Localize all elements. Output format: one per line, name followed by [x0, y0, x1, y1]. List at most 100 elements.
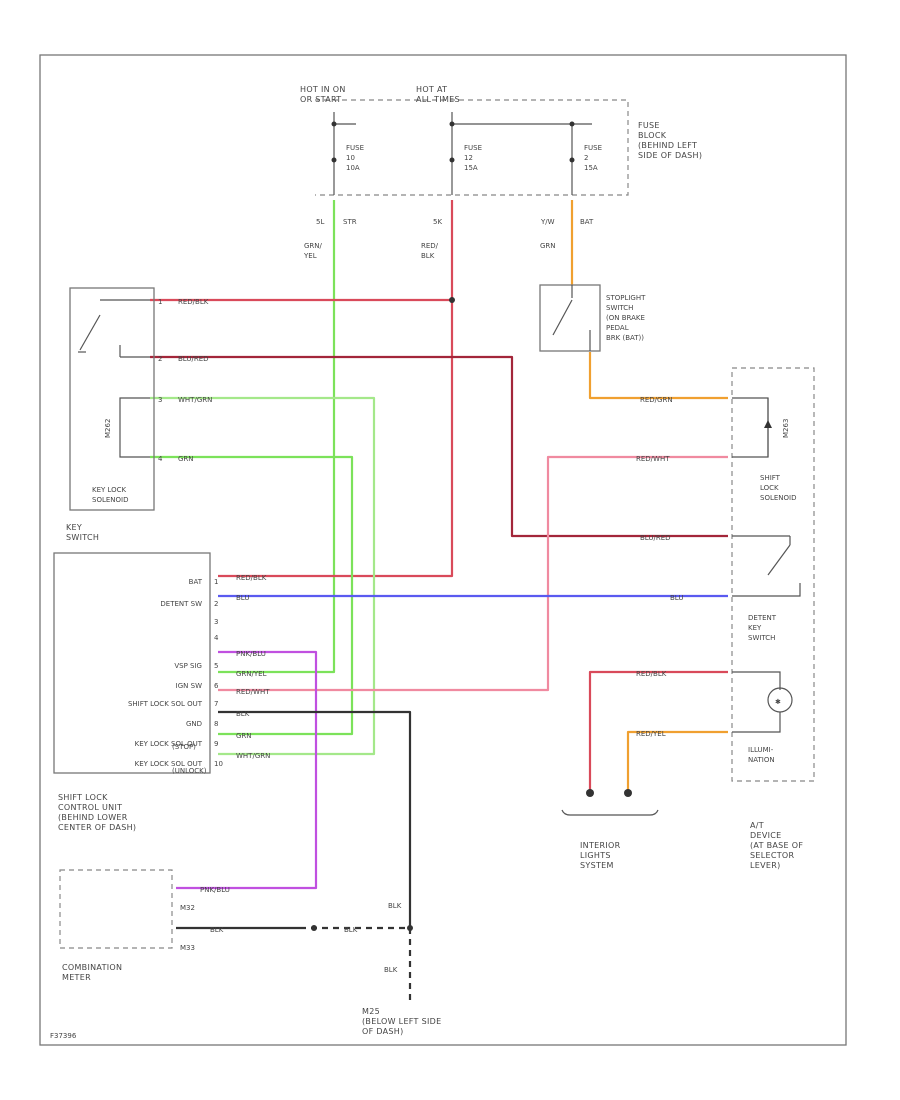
wire-label-pnk-blu: PNK/BLU: [236, 650, 266, 658]
wire-label-blk-meter: BLK: [210, 926, 224, 934]
control-unit-row-label: KEY LOCK SOL OUT: [135, 760, 203, 768]
wire-label-red-blk-illum: RED/BLK: [636, 670, 667, 678]
wire-label-red-blk: RED/BLK: [178, 298, 209, 306]
svg-text:M263: M263: [782, 419, 790, 438]
wire-label-pnk-blu-meter: PNK/BLU: [200, 886, 230, 894]
wire-red-blk-bat: [218, 300, 454, 578]
control-unit-row-label: GND: [186, 720, 202, 728]
key-lock-pin-1: 1: [158, 298, 162, 306]
wire-label-wht-grn: WHT/GRN: [178, 396, 212, 404]
wire-label-blu-right: BLU: [670, 594, 683, 602]
control-unit-row-label: BAT: [189, 578, 203, 586]
wire-pnk-blu: [176, 650, 318, 890]
control-unit-sub-b: (UNLOCK): [172, 767, 207, 775]
control-unit-pin: 10: [214, 760, 223, 768]
wire-label-blk-h: BLK: [236, 710, 250, 718]
control-unit-pin: 2: [214, 600, 218, 608]
ground-blk-a: BLK: [388, 902, 402, 910]
wire-label-red-yel: RED/YEL: [636, 730, 666, 738]
key-lock-pin-4: 4: [158, 455, 163, 463]
wires: [150, 200, 728, 1005]
wire-label-wht-grn-h: WHT/GRN: [236, 752, 270, 760]
fuse-10-term-a: 5L: [316, 218, 324, 226]
control-unit-pin: 1: [214, 578, 218, 586]
control-unit-pin: 8: [214, 720, 218, 728]
wire-label-blu-red-right: BLU/RED: [640, 534, 671, 542]
wire-label-grn: GRN: [178, 455, 194, 463]
control-unit-pin: 7: [214, 700, 218, 708]
illumination-label: ILLUMI-NATION: [748, 746, 775, 764]
wire-wht-grn: [150, 396, 376, 756]
fuse-2-term-b: BAT: [580, 218, 594, 226]
ground-blk-c: BLK: [384, 966, 398, 974]
meter-pin-m32: M32: [180, 904, 195, 912]
wire-red-wht: [218, 455, 728, 692]
meter-pin-m33: M33: [180, 944, 195, 952]
wire-label-grn-h: GRN: [236, 732, 252, 740]
control-unit-sub-a: (STOP): [172, 743, 196, 751]
wire-label-red-grn: RED/GRN: [640, 396, 673, 404]
wire-label-red-blk-top: RED/BLK: [421, 242, 439, 260]
wire-label-red-blk-bat: RED/BLK: [236, 574, 267, 582]
control-unit-pin: 5: [214, 662, 218, 670]
wire-label-grn-yel: GRN/YEL: [303, 242, 323, 260]
wire-labels: GRN/YEL RED/BLK GRN RED/BLK BLU/RED WHT/…: [178, 242, 683, 934]
wire-label-red-wht-h: RED/WHT: [236, 688, 270, 696]
key-lock-pin-3: 3: [158, 396, 162, 404]
control-unit-row-label: SHIFT LOCK SOL OUT: [128, 700, 203, 708]
control-unit-row-label: VSP SIG: [174, 662, 202, 670]
control-unit-pin: 4: [214, 634, 219, 642]
fuse-12-term-a: 5K: [433, 218, 442, 226]
wire-label-blu-red: BLU/RED: [178, 355, 209, 363]
footer-code: F37396: [50, 1032, 77, 1040]
wire-red-blk-fuse12: [150, 200, 454, 302]
wire-red-grn: [588, 352, 728, 400]
wire-red-yel: [626, 730, 728, 790]
bulb-icon: ✱: [775, 698, 781, 706]
svg-text:M262: M262: [104, 419, 112, 438]
key-lock-pin-2: 2: [158, 355, 162, 363]
wire-label-red-wht: RED/WHT: [636, 455, 670, 463]
illumination-bulb: ✱ ILLUMI-NATION: [732, 671, 793, 764]
ground-blk-b: BLK: [344, 926, 358, 934]
diagram-frame: [39, 54, 847, 1046]
control-unit-row-label: DETENT SW: [160, 600, 202, 608]
control-unit-row-label: IGN SW: [176, 682, 202, 690]
wire-blk: [218, 710, 412, 928]
wire-red-blk-illum: [588, 670, 728, 790]
fuse-10-term-b: STR: [343, 218, 357, 226]
wire-label-grn-top: GRN: [540, 242, 556, 250]
control-unit-pin: 3: [214, 618, 218, 626]
fuse-2-term-a: Y/W: [540, 218, 555, 226]
control-unit-row-label: KEY LOCK SOL OUT: [135, 740, 203, 748]
wire-blu-red: [150, 355, 728, 538]
